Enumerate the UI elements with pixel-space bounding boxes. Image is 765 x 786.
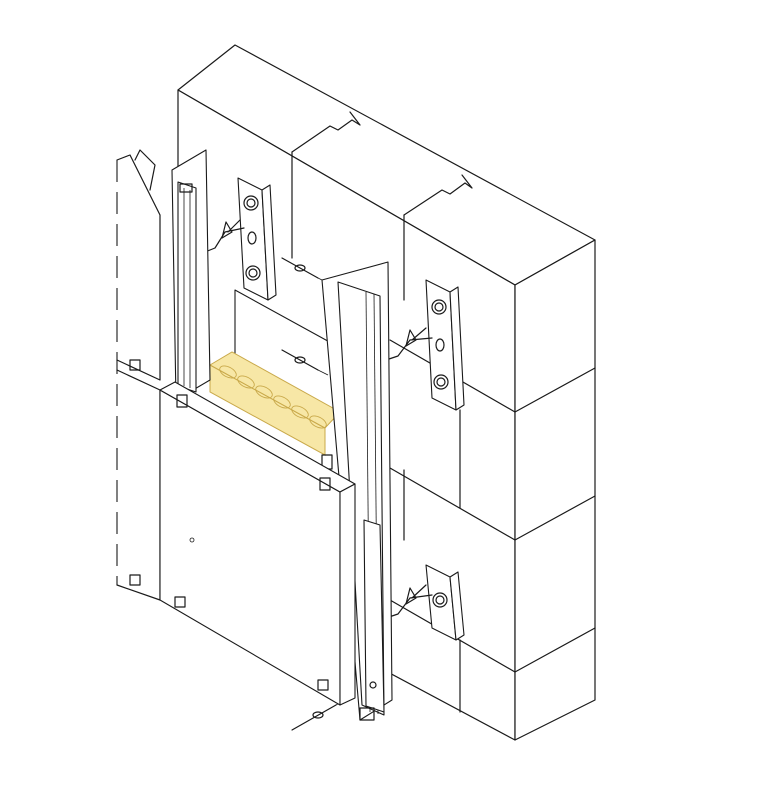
insulation-cell [255, 385, 273, 399]
insulation-cell [309, 415, 327, 429]
side-course-3 [514, 627, 596, 673]
wall-side-face [514, 239, 596, 741]
panel-edge-side [339, 483, 356, 706]
bolt-top-inner [434, 302, 444, 312]
vertical-rail-right [321, 261, 393, 721]
rail-clip [359, 707, 375, 721]
wing-nut [405, 329, 417, 347]
anchor-head [294, 356, 306, 364]
rail-clip [179, 183, 193, 193]
bolt-bottom-inner [248, 268, 258, 278]
bolt-top [243, 195, 259, 211]
facade-panel-main [159, 381, 356, 706]
top-joint-2 [403, 174, 473, 216]
bolt-bottom-inner [436, 377, 446, 387]
insulation-cell [291, 405, 309, 419]
wing-nut [221, 221, 233, 239]
anchor-middle [281, 349, 329, 376]
panel-upper-edge [116, 154, 161, 381]
side-course-1 [514, 367, 596, 413]
bracket-upper-left [204, 177, 277, 301]
vertical-rail-left [171, 149, 211, 401]
panel-clip [129, 574, 141, 586]
panel-clip [317, 679, 329, 691]
panel-clip [129, 359, 141, 371]
slot [435, 338, 445, 352]
panel-hook [134, 149, 156, 191]
slot [247, 231, 257, 245]
wing-nut [405, 587, 417, 605]
insulation-cell [273, 395, 291, 409]
anchor-shaft [281, 257, 319, 279]
bracket-middle-right [385, 279, 465, 411]
bracket-plate-edge [449, 286, 465, 411]
rail-fixing [369, 681, 377, 689]
insulation-cell [219, 365, 237, 379]
bracket-lower-right [385, 564, 465, 641]
bolt-top [431, 299, 447, 315]
anchor-head [294, 264, 306, 272]
anchor-shaft [281, 349, 319, 371]
panel-clip [319, 477, 331, 491]
insulation-cell [237, 375, 255, 389]
bracket-arm [204, 219, 245, 253]
bracket-plate-edge [261, 184, 277, 301]
bolt [432, 592, 448, 608]
anchor-head [312, 711, 324, 719]
side-course-2 [514, 495, 596, 541]
panel-clip [174, 596, 186, 608]
panel-lower-edge [116, 369, 161, 601]
front-course-2 [389, 467, 516, 541]
anchor-tip [317, 369, 329, 376]
panel-clip [176, 394, 188, 408]
bolt-bottom [433, 374, 449, 390]
bracket-plate-edge [449, 571, 465, 641]
bolt-top-inner [246, 198, 256, 208]
top-joint-1 [291, 111, 361, 153]
bolt-inner [435, 595, 445, 605]
rail-lower-section [363, 519, 385, 713]
rail-front [177, 181, 197, 393]
bolt-bottom [245, 265, 261, 281]
facade-panel-left-dashed [116, 149, 161, 601]
anchor-lower [291, 699, 346, 731]
panel-rivet [189, 537, 195, 543]
insulation-cells [219, 365, 327, 429]
